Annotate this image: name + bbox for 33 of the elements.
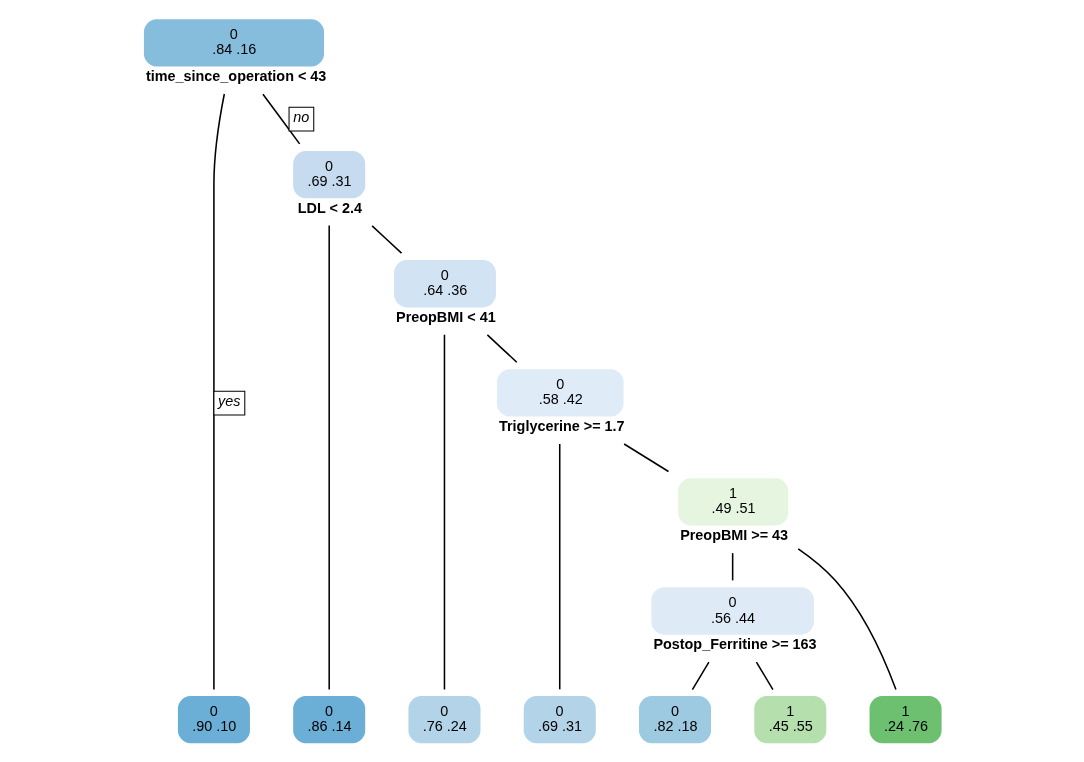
connector <box>755 661 774 691</box>
connector <box>212 93 225 691</box>
node-label: time_since_operation < 43 <box>145 68 326 85</box>
node-box: 0 .82 .18 <box>638 695 711 744</box>
node-box: 0 .58 .42 <box>496 369 624 417</box>
node-box: 0 .76 .24 <box>407 695 480 744</box>
node-label: PreopBMI >= 43 <box>679 527 788 544</box>
connector <box>370 225 402 254</box>
connector <box>327 224 330 691</box>
connector <box>558 443 560 691</box>
node-box: 0 .90 .10 <box>177 695 250 744</box>
connector <box>261 93 300 145</box>
node-label: Postop_Ferritine >= 163 <box>652 636 817 653</box>
node-box: 0 .64 .36 <box>393 260 496 308</box>
edge-label: yes <box>217 393 240 410</box>
node-label: PreopBMI < 41 <box>395 309 496 326</box>
node-box: 0 .69 .31 <box>292 150 365 199</box>
node-box: 0 .69 .31 <box>523 695 596 744</box>
node-label: LDL < 2.4 <box>297 199 362 216</box>
node-box: 1 .45 .55 <box>753 695 826 744</box>
node-label: Triglycerine >= 1.7 <box>498 418 625 435</box>
connector <box>622 443 669 473</box>
edge-label: no <box>292 109 309 126</box>
connector <box>796 548 897 691</box>
connector <box>731 552 733 582</box>
connector <box>691 661 710 691</box>
node-box: 0 .84 .16 <box>143 19 324 67</box>
node-box: 0 .56 .44 <box>650 587 814 635</box>
connector <box>486 334 518 363</box>
node-box: 1 .24 .76 <box>869 695 942 744</box>
connector <box>443 333 445 691</box>
node-box: 1 .49 .51 <box>677 478 788 526</box>
node-box: 0 .86 .14 <box>292 695 365 744</box>
